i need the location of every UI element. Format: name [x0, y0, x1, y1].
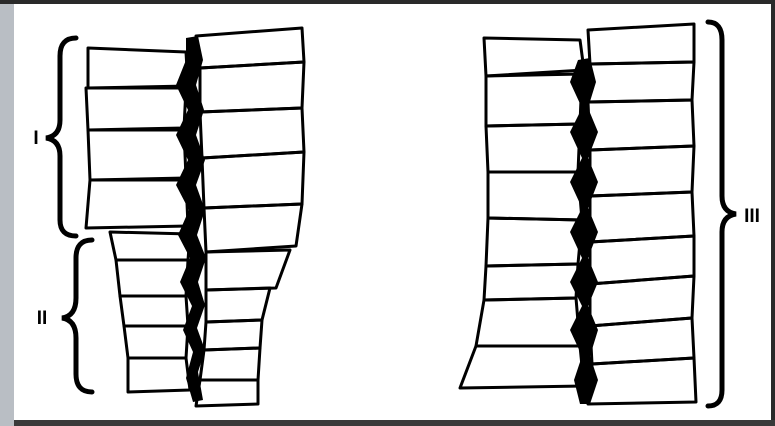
label-group-3: III — [744, 206, 760, 227]
label-group-2: II — [37, 308, 48, 329]
cell-right-4 — [202, 152, 304, 208]
cell-I-3 — [88, 130, 186, 180]
right-cell-column — [460, 24, 696, 404]
cell-right-5 — [204, 204, 302, 252]
cell-III-l7 — [476, 298, 580, 346]
cell-right-8 — [204, 320, 262, 350]
cell-right-10 — [196, 380, 258, 406]
cell-right-6 — [206, 250, 290, 290]
cell-III-l5 — [486, 218, 582, 266]
cell-I-2 — [86, 88, 186, 130]
cell-III-l3 — [486, 124, 580, 172]
label-group-1: I — [33, 128, 38, 149]
cell-II-4 — [124, 326, 188, 358]
frame-bottom — [14, 420, 775, 426]
cell-III-r3 — [588, 100, 694, 150]
frame-right — [771, 0, 775, 426]
cell-III-r2 — [588, 62, 694, 102]
cell-III-l8 — [460, 346, 584, 388]
cell-right-2 — [200, 62, 304, 112]
left-cell-column — [86, 28, 304, 406]
cell-right-7 — [206, 288, 270, 322]
frame-top — [0, 0, 775, 4]
cell-III-r1 — [588, 24, 694, 64]
cell-III-l2 — [486, 74, 582, 126]
cell-I-1 — [88, 48, 188, 88]
cell-III-l4 — [488, 172, 582, 220]
brace-II — [62, 240, 92, 392]
cell-III-r4 — [590, 146, 694, 196]
cell-II-5 — [128, 358, 190, 392]
cell-III-r5 — [590, 192, 694, 242]
cell-II-1 — [110, 232, 190, 260]
scan-edge — [0, 0, 14, 426]
cell-III-r8 — [590, 318, 694, 364]
cell-right-3 — [200, 108, 304, 158]
cell-III-l1 — [484, 38, 584, 76]
cell-II-2 — [116, 260, 188, 296]
cell-II-3 — [120, 296, 188, 326]
brace-I — [46, 38, 76, 236]
brace-III — [708, 22, 736, 406]
cell-III-r9 — [588, 358, 696, 404]
cell-III-l6 — [484, 264, 578, 300]
cell-right-9 — [200, 348, 260, 380]
cell-I-4 — [86, 180, 188, 228]
right-septum — [570, 58, 598, 404]
